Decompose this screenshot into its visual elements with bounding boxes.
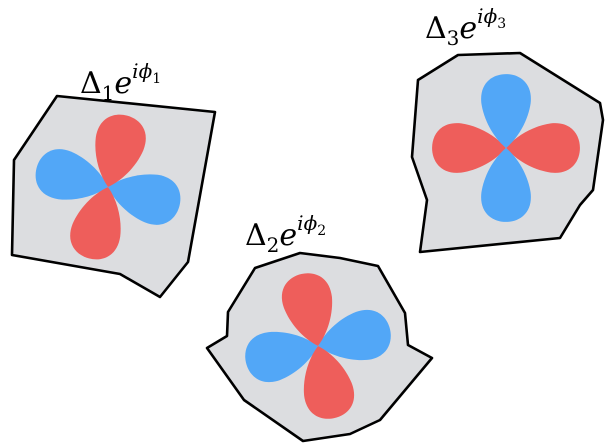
grain-3: Δ3eiϕ3 (410, 4, 605, 254)
grain-1-label: Δ1eiϕ1 (80, 59, 161, 105)
grain-2-label: Δ2eiϕ2 (245, 211, 326, 257)
grain-2: Δ2eiϕ2 (205, 211, 434, 443)
grain-3-label: Δ3eiϕ3 (425, 4, 506, 50)
grain-1: Δ1eiϕ1 (10, 59, 217, 299)
